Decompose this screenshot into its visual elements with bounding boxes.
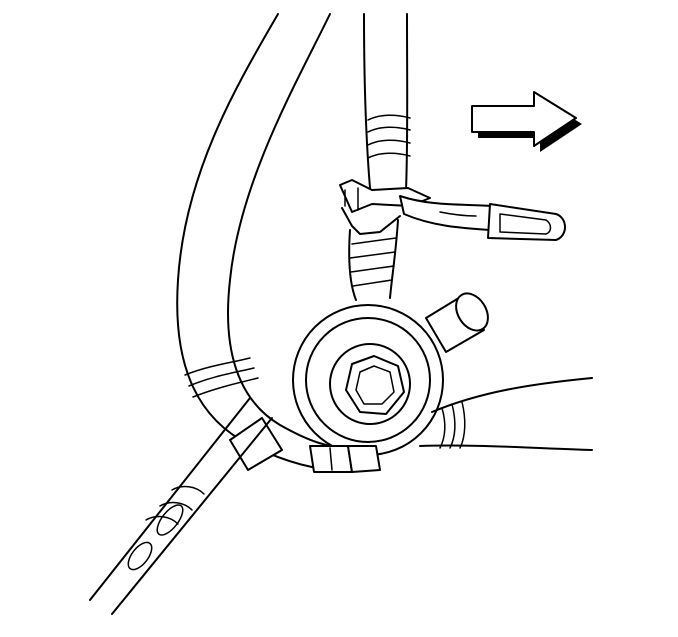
lower-fittings	[229, 417, 381, 473]
ribbed-section	[348, 219, 399, 301]
lower-right-hose	[419, 377, 593, 451]
connector-tabs	[399, 195, 566, 241]
side-port	[425, 292, 489, 353]
left-hose	[176, 13, 351, 472]
hex-nut	[345, 355, 405, 415]
upper-hose	[363, 13, 411, 191]
lower-left-pipe	[89, 397, 273, 615]
direction-arrow-icon	[471, 91, 582, 152]
